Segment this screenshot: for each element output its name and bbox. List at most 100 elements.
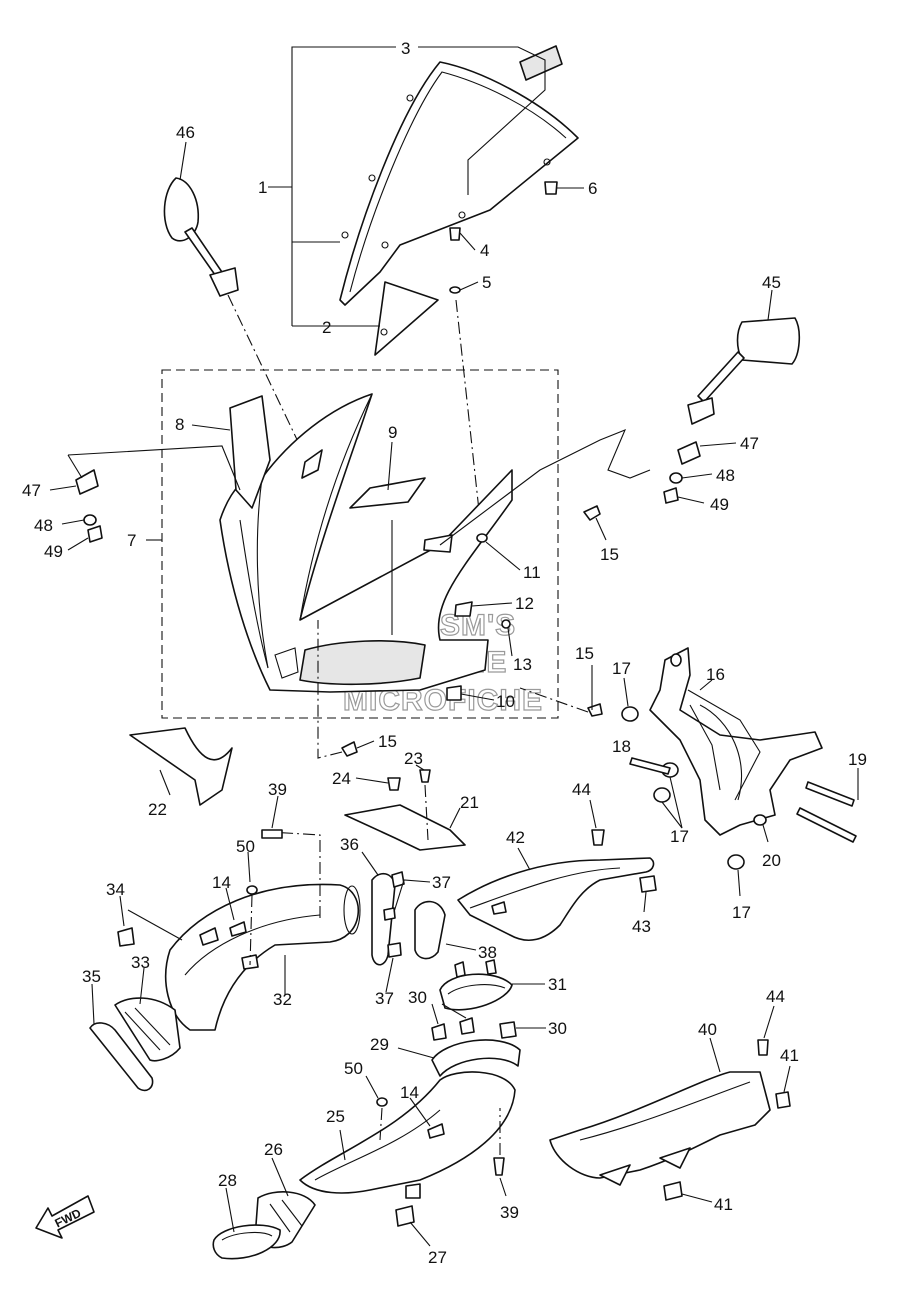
- screw: [419, 769, 431, 783]
- callout-25: 25: [326, 1107, 345, 1126]
- inlet-fins: [124, 1011, 161, 1051]
- leader-line: [459, 281, 479, 291]
- clip: [459, 1017, 475, 1035]
- ring-tab: [454, 961, 466, 978]
- callout-47-b: 47: [740, 434, 759, 453]
- part-27-clip: 27: [395, 1205, 447, 1267]
- centerline: [269, 831, 321, 918]
- inlet-fins: [281, 1199, 303, 1227]
- part-43-44-fasteners: 43 44: [572, 780, 657, 936]
- lower-cowling: [549, 1071, 771, 1179]
- nut: [663, 487, 679, 504]
- leader-line: [485, 541, 521, 571]
- clip: [117, 927, 135, 947]
- part-30-clips: 30 30: [408, 988, 567, 1041]
- grommet: [544, 181, 558, 195]
- nut: [246, 885, 258, 895]
- duct-edge: [184, 914, 321, 976]
- leader-line: [449, 807, 461, 829]
- inlet-fins: [134, 1007, 171, 1046]
- centerline: [519, 687, 589, 713]
- callout-44-b: 44: [766, 987, 785, 1006]
- leader-line: [589, 799, 597, 829]
- callout-20: 20: [762, 851, 781, 870]
- windshield-assembly: 3 1 2: [258, 39, 579, 356]
- leader-line: [595, 517, 607, 541]
- bolt: [805, 781, 855, 807]
- windshield-label: [519, 45, 563, 81]
- part-18-bolt: 18: [612, 737, 671, 775]
- part-40-lower-cowling: 40: [549, 1020, 771, 1186]
- callout-14-a: 14: [212, 873, 231, 892]
- leader-line: [139, 967, 145, 1005]
- headlight-lens: [299, 640, 426, 686]
- centerline: [424, 784, 429, 841]
- stay-frame: [649, 647, 823, 836]
- leader-line: [441, 1003, 467, 1019]
- part-33-duct-inlet: 33: [114, 953, 181, 1062]
- callout-18: 18: [612, 737, 631, 756]
- leader-line: [61, 519, 85, 525]
- leader-line: [387, 441, 393, 491]
- grommet: [653, 787, 671, 803]
- cowling-edge: [299, 393, 373, 621]
- leader-line: [191, 424, 231, 431]
- callout-39-a: 39: [268, 780, 287, 799]
- leader-line: [119, 895, 125, 927]
- callout-8: 8: [175, 415, 184, 434]
- callout-16: 16: [706, 665, 725, 684]
- cowling-edge: [239, 519, 269, 669]
- screw: [757, 1039, 769, 1056]
- part-36-37-38-duct-seal: 36 37 37 38: [340, 835, 497, 1008]
- part-47-48-49-right: 47 48 49: [663, 434, 759, 514]
- callout-9: 9: [388, 423, 397, 442]
- callout-29: 29: [370, 1035, 389, 1054]
- callout-15-b: 15: [575, 644, 594, 663]
- duct-seal: [89, 1022, 154, 1092]
- windshield-hole: [341, 231, 349, 239]
- bolt: [261, 829, 283, 839]
- part-14-50-lower: 14 50: [344, 1059, 445, 1141]
- callout-15-c: 15: [378, 732, 397, 751]
- lower-duct: [299, 1071, 516, 1194]
- leader-line: [709, 1037, 721, 1073]
- callout-17-c: 17: [732, 903, 751, 922]
- cowling-duct: [274, 647, 299, 679]
- callout-32: 32: [273, 990, 292, 1009]
- centerline: [317, 620, 343, 759]
- duct-inlet: [114, 997, 181, 1062]
- duct-edge: [314, 1109, 441, 1181]
- mirror-pad: [75, 469, 99, 495]
- nut: [376, 1097, 388, 1107]
- part-31-duct-ring: 31: [439, 959, 567, 1011]
- leader-line: [783, 1065, 791, 1093]
- part-19-bolts: 19: [796, 750, 867, 843]
- break-line: [439, 428, 651, 546]
- clip: [454, 601, 473, 617]
- centerline: [455, 299, 483, 539]
- leader-line: [681, 1193, 713, 1203]
- leader-line: [67, 454, 83, 479]
- part-47-48-49-left: 47 48 49: [22, 445, 241, 561]
- screw: [427, 1123, 445, 1139]
- bracket-line: [291, 46, 396, 326]
- bracket: [344, 804, 466, 851]
- windshield-hole: [543, 158, 551, 166]
- part-8-screen: 8: [175, 395, 271, 509]
- callout-39-b: 39: [500, 1203, 519, 1222]
- inner-panel: [457, 857, 655, 941]
- leader-line: [247, 851, 251, 883]
- leader-line: [445, 943, 477, 951]
- part-39-lower-bolt: 39: [493, 1108, 519, 1222]
- cowling-edge: [256, 477, 269, 669]
- callout-11: 11: [523, 563, 541, 582]
- leader-line: [763, 1005, 775, 1039]
- callout-41-a: 41: [780, 1046, 799, 1065]
- leader-line: [499, 1177, 507, 1197]
- screw: [587, 703, 603, 717]
- part-46-left-mirror: 46: [163, 123, 303, 451]
- callout-36: 36: [340, 835, 359, 854]
- mirror-glass: [163, 177, 200, 242]
- screw: [583, 505, 601, 521]
